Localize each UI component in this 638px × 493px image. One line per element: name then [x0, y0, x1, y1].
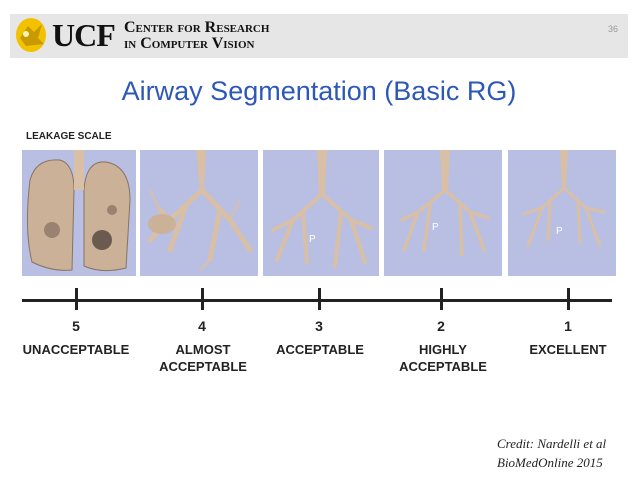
scale-number: 1 — [564, 318, 572, 334]
scale-label-unacceptable: UNACCEPTABLE — [22, 342, 130, 357]
ucf-logo-text: UCF — [52, 17, 116, 53]
scale-label-highly-acceptable: HIGHLY ACCEPTABLE — [399, 342, 487, 374]
airway-image-acceptable: P — [263, 150, 379, 276]
pegasus-logo-icon — [16, 18, 46, 52]
scale-number: 2 — [437, 318, 445, 334]
slide-title: Airway Segmentation (Basic RG) — [121, 76, 517, 106]
scale-number: 5 — [72, 318, 80, 334]
panel-mark-p: P — [432, 222, 439, 233]
credit-text: Credit: Nardelli et al BioMedOnline 2015 — [497, 436, 607, 470]
scale-tick — [440, 288, 443, 310]
leakage-scale-label: LEAKAGE SCALE — [26, 131, 112, 142]
scale-number: 3 — [315, 318, 323, 334]
slide-number: 36 — [607, 24, 618, 34]
scale-number: 4 — [198, 318, 206, 334]
airway-image-unacceptable — [22, 150, 136, 276]
scale-label-acceptable: ACCEPTABLE — [276, 342, 364, 357]
header-bar — [10, 14, 628, 58]
panel-mark-p: P — [309, 234, 316, 245]
panel-mark-p: P — [556, 226, 563, 237]
scale-line — [22, 299, 612, 302]
scale-tick — [201, 288, 204, 310]
scale-tick — [75, 288, 78, 310]
airway-image-excellent: P — [508, 150, 616, 276]
scale-tick — [567, 288, 570, 310]
scale-label-excellent: EXCELLENT — [529, 342, 607, 357]
scale-tick — [318, 288, 321, 310]
airway-image-highly-acceptable: P — [384, 150, 502, 276]
center-name: Center for Research in Computer Vision — [124, 19, 270, 52]
scale-label-almost-acceptable: ALMOST ACCEPTABLE — [159, 342, 247, 374]
airway-image-almost-acceptable — [140, 150, 258, 276]
